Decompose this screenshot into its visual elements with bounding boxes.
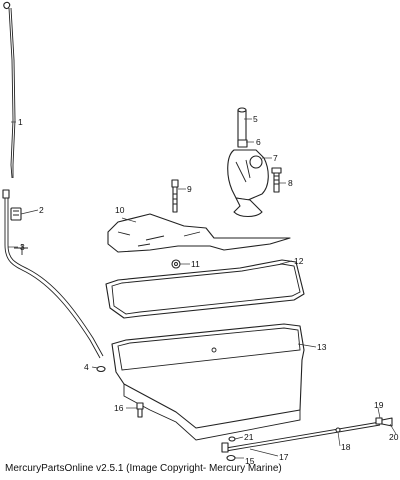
oil-pan-gasket-part[interactable] [105, 259, 305, 319]
callout-16: 16 [114, 403, 124, 413]
callout-5: 5 [253, 114, 258, 124]
fitting-part[interactable] [375, 417, 393, 427]
callout-11: 11 [191, 259, 200, 269]
callout-19: 19 [374, 400, 384, 410]
callout-9: 9 [187, 184, 192, 194]
windage-tray-part[interactable] [107, 213, 291, 253]
bolt-part-9[interactable] [171, 179, 179, 213]
o-ring-part[interactable] [96, 365, 106, 373]
clip-part[interactable] [10, 207, 22, 221]
dipstick-tube-part[interactable] [2, 189, 104, 359]
callout-12: 12 [294, 256, 304, 266]
callout-21: 21 [244, 432, 254, 442]
callout-4: 4 [84, 362, 89, 372]
copyright-footer: MercuryPartsOnline v2.5.1 (Image Copyrig… [5, 463, 282, 474]
callout-2: 2 [39, 205, 44, 215]
drain-plug-part[interactable] [136, 402, 144, 418]
callout-10: 10 [115, 205, 125, 215]
callout-6: 6 [256, 137, 261, 147]
callout-7: 7 [273, 153, 278, 163]
oil-pump-assembly[interactable] [227, 107, 269, 218]
leader-lines [8, 118, 397, 459]
callout-13: 13 [317, 342, 327, 352]
nut-part[interactable] [171, 259, 181, 269]
callout-18: 18 [341, 442, 351, 452]
oil-drain-tube-part[interactable] [221, 421, 381, 453]
callout-3: 3 [20, 242, 25, 252]
oil-pan-part[interactable] [111, 323, 305, 441]
stud-part[interactable] [271, 167, 282, 193]
dipstick-part[interactable] [3, 1, 16, 179]
clamp-part[interactable] [228, 436, 236, 442]
washer-part[interactable] [226, 454, 236, 462]
callout-17: 17 [279, 452, 289, 462]
callout-15: 15 [245, 456, 255, 466]
callout-8: 8 [288, 178, 293, 188]
callout-20: 20 [389, 432, 399, 442]
callout-1: 1 [18, 117, 23, 127]
